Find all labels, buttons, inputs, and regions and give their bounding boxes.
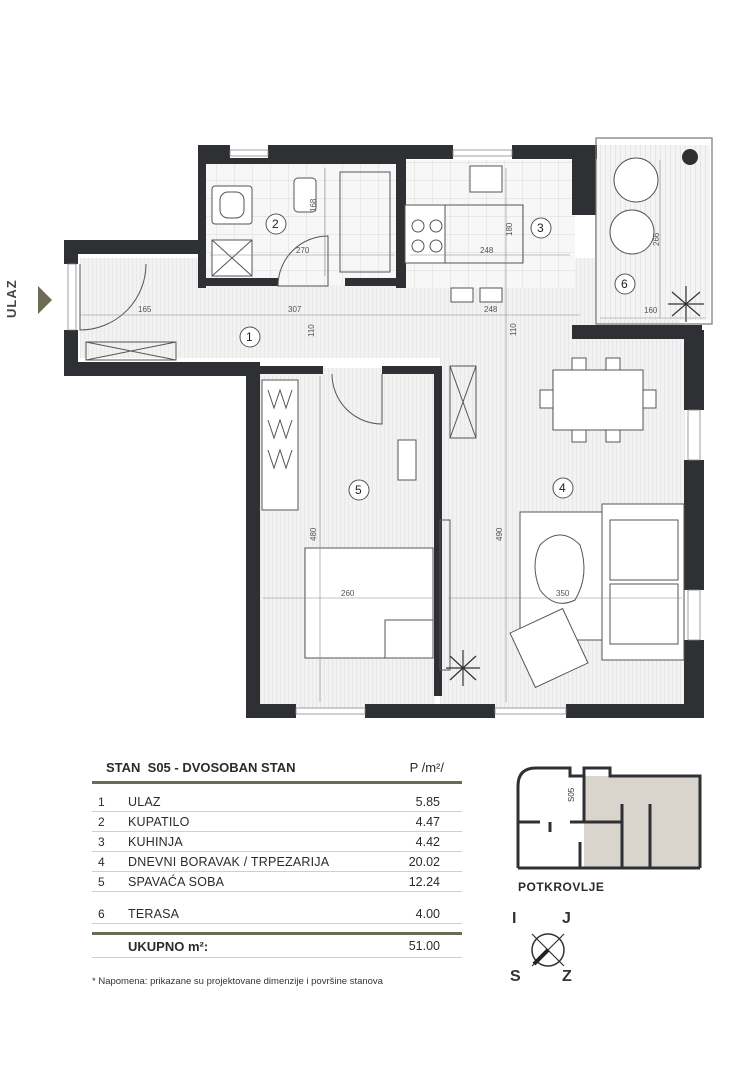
bathroom-fixtures [211, 171, 391, 277]
room-markers: 1 2 3 4 5 6 [239, 213, 636, 501]
terrace-lamp-icon [682, 149, 698, 165]
entrance-fixtures [79, 263, 477, 439]
area-unit: P /m²/ [409, 760, 444, 775]
svg-text:5: 5 [355, 483, 362, 497]
svg-text:4: 4 [559, 481, 566, 495]
dim-110-left: 110 [307, 324, 316, 337]
dim-350: 350 [556, 589, 570, 598]
svg-text:3: 3 [537, 221, 544, 235]
compass-north: I [512, 910, 517, 927]
room-marker-4: 4 [552, 477, 574, 499]
dim-168: 168 [309, 198, 318, 212]
windows [67, 149, 701, 715]
mini-map-unit-tag: S05 [567, 787, 576, 802]
terrace-furniture [609, 157, 659, 255]
area-table-header: STAN S05 - DVOSOBAN STAN P /m²/ [92, 760, 462, 784]
bedroom-fixtures [261, 373, 451, 671]
compass-west: Z [562, 968, 572, 985]
dimension-lines [80, 160, 705, 702]
entrance-arrow-icon [38, 286, 52, 314]
room-marker-5: 5 [348, 479, 370, 501]
walls [64, 145, 704, 718]
room-marker-6: 6 [614, 273, 636, 295]
floor-label: POTKROVLJE [518, 880, 605, 894]
dim-270: 270 [296, 246, 310, 255]
svg-text:6: 6 [621, 277, 628, 291]
kitchen-fixtures [404, 165, 524, 303]
table-total-row: UKUPNO m²: 51.00 [92, 932, 462, 958]
svg-text:1: 1 [246, 330, 253, 344]
living-fixtures [509, 357, 685, 689]
mini-map-walls [516, 766, 702, 870]
total-value: 51.00 [408, 939, 440, 953]
dimension-labels: 165 307 248 110 110 168 270 180 248 266 … [138, 198, 661, 598]
dim-480: 480 [309, 527, 318, 541]
compass: I J S Z [508, 910, 588, 992]
dim-160: 160 [644, 306, 658, 315]
mini-floor-map: S05 [516, 766, 702, 870]
dim-180: 180 [505, 222, 514, 236]
bathroom-door [277, 235, 329, 287]
terrace-plant-icon [668, 286, 704, 322]
svg-text:2: 2 [272, 217, 279, 231]
footnote: * Napomena: prikazane su projektovane di… [92, 976, 383, 987]
dim-266: 266 [652, 232, 661, 246]
total-label: UKUPNO m²: [128, 938, 209, 954]
unit-title: STAN S05 - DVOSOBAN STAN [106, 760, 296, 775]
compass-east: J [562, 910, 571, 927]
terrace-outline [595, 137, 713, 325]
dim-110-right: 110 [509, 323, 518, 336]
compass-icon [531, 933, 565, 967]
floor-plan: 165 307 248 110 110 168 270 180 248 266 … [64, 137, 713, 718]
room-marker-3: 3 [530, 217, 552, 239]
dim-248-hall: 248 [484, 305, 498, 314]
dim-260: 260 [341, 589, 355, 598]
dim-490: 490 [495, 527, 504, 541]
dim-165: 165 [138, 305, 152, 314]
room-marker-1: 1 [239, 326, 261, 348]
compass-south: S [510, 968, 521, 985]
dim-307: 307 [288, 305, 302, 314]
dim-248-kitchen: 248 [480, 246, 494, 255]
bedroom-plant-icon [446, 650, 480, 686]
room-marker-2: 2 [265, 213, 287, 235]
